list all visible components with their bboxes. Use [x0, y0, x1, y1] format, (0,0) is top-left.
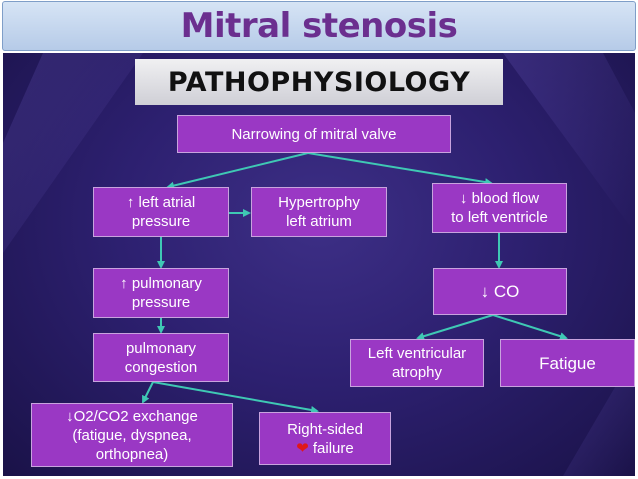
node-pulmonary-pressure: ↑ pulmonary pressure [93, 268, 229, 318]
edge-narrowing-to-left-atrial [166, 152, 309, 190]
heart-icon: ❤ [296, 439, 309, 457]
node-text: to left ventricle [451, 209, 548, 226]
node-blood-flow: ↓ blood flow to left ventricle [432, 183, 567, 233]
edge-congestion-to-right-failure [152, 381, 319, 414]
node-left-atrial-pressure: ↑ left atrial pressure [93, 187, 229, 237]
node-text: failure [312, 439, 354, 457]
node-text: left atrial [138, 194, 196, 211]
node-text: Left ventricular [367, 345, 467, 362]
up-arrow-icon: ↑ [120, 275, 128, 292]
down-arrow-icon: ↓ [459, 190, 468, 207]
node-text: blood flow [471, 190, 540, 207]
node-text: atrophy [391, 364, 443, 381]
node-text: O2/CO2 exchange [73, 407, 198, 425]
node-text: Fatigue [539, 353, 596, 373]
node-text: congestion [124, 358, 198, 376]
up-arrow-icon: ↑ [126, 194, 135, 211]
node-exchange: ↓O2/CO2 exchange (fatigue, dyspnea, orth… [31, 403, 233, 467]
heading-box: PATHOPHYSIOLOGY [135, 59, 503, 105]
node-right-failure: Right-sided ❤failure [259, 412, 391, 465]
node-text: left atrium [286, 213, 352, 230]
edge-narrowing-to-blood-flow [307, 152, 493, 186]
node-text: orthopnea) [95, 445, 169, 463]
edge-co-to-fatigue [492, 314, 568, 341]
node-text: Narrowing of mitral valve [231, 125, 397, 143]
slide-title: Mitral stenosis [180, 6, 458, 46]
node-narrowing: Narrowing of mitral valve [177, 115, 451, 153]
node-text: pulmonary [125, 339, 197, 357]
down-arrow-icon: ↓ [66, 407, 74, 425]
edge-co-to-lv-atrophy [416, 314, 494, 341]
node-text: CO [493, 282, 520, 301]
edge-congestion-to-exchange [142, 381, 154, 404]
diagram-heading: PATHOPHYSIOLOGY [167, 66, 471, 98]
node-fatigue: Fatigue [500, 339, 635, 387]
node-co: ↓ CO [433, 268, 567, 315]
title-bar: Mitral stenosis [2, 1, 636, 51]
node-text: Hypertrophy [278, 194, 360, 211]
node-text: pulmonary [131, 275, 202, 292]
node-text: Right-sided [287, 420, 363, 438]
node-text: pressure [131, 294, 191, 311]
node-lv-atrophy: Left ventricular atrophy [350, 339, 484, 387]
slide-canvas: PATHOPHYSIOLOGY Narrowing of mitral valv… [3, 53, 635, 476]
down-arrow-icon: ↓ [480, 282, 490, 301]
node-congestion: pulmonary congestion [93, 333, 229, 382]
node-hypertrophy: Hypertrophy left atrium [251, 187, 387, 237]
node-text: pressure [131, 213, 191, 230]
node-text: (fatigue, dyspnea, [72, 426, 192, 444]
